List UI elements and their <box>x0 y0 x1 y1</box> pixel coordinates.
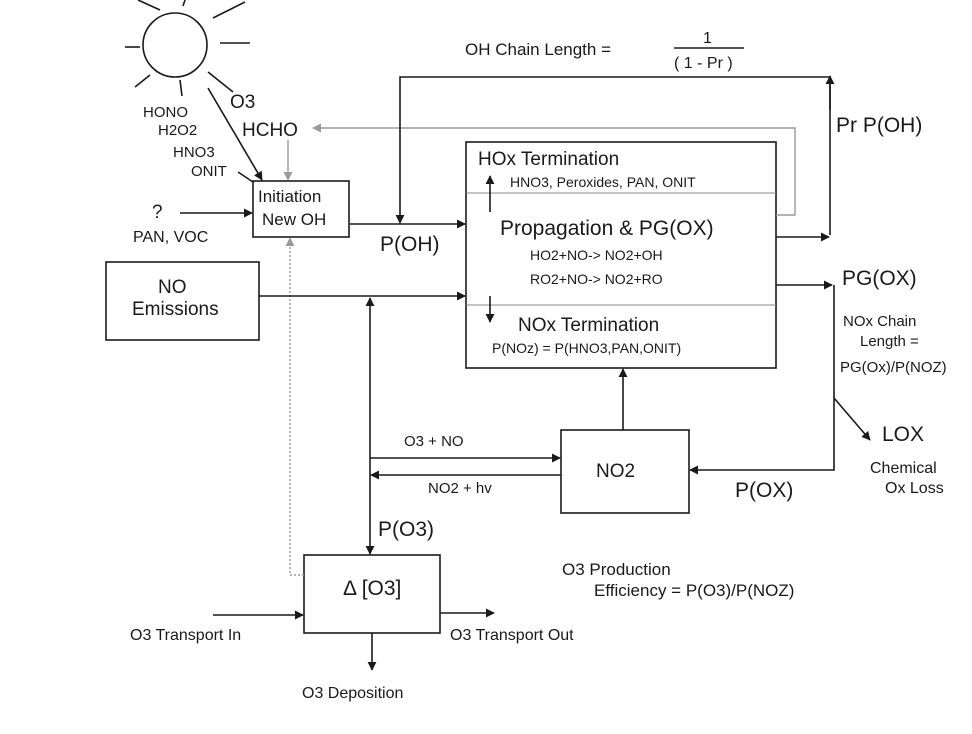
pox-return-line <box>689 285 835 475</box>
propagation-label: Propagation & PG(OX) <box>500 217 714 240</box>
onit-arrow <box>237 171 254 183</box>
hcho-label: HCHO <box>242 120 298 141</box>
o3-plus-no-label: O3 + NO <box>404 433 464 450</box>
pox-label: P(OX) <box>735 479 793 502</box>
central-process-box <box>465 141 777 369</box>
o3-initiation-feedback <box>285 237 304 576</box>
no-emissions-line1: NO <box>158 277 187 298</box>
oh-chain-length-label: OH Chain Length = <box>465 40 611 59</box>
sun-icon <box>125 0 250 97</box>
initiation-line1: Initiation <box>258 187 321 206</box>
chemical-loss-line2: Ox Loss <box>885 480 944 497</box>
question-label: ? <box>152 202 163 223</box>
o3-production-line1: O3 Production <box>562 560 671 579</box>
transport-in-label: O3 Transport In <box>130 627 241 644</box>
hcho-feedback-arrow <box>312 123 796 216</box>
no2-box-label: NO2 <box>596 461 635 482</box>
lox-label: LOX <box>882 423 924 446</box>
nox-termination-label: NOx Termination <box>518 315 659 336</box>
nox-chain-line1: NOx Chain <box>843 313 916 330</box>
delta-o3-label: Δ [O3] <box>343 577 401 600</box>
reaction-1-label: HO2+NO-> NO2+OH <box>530 247 663 263</box>
nox-chain-line2: Length = <box>860 333 919 350</box>
hno3-label: HNO3 <box>173 144 215 161</box>
initiation-box <box>252 180 350 238</box>
poh-label: P(OH) <box>380 233 440 256</box>
lox-arrow <box>833 397 871 441</box>
sun-arrow <box>207 87 263 181</box>
initiation-line2: New OH <box>262 210 326 229</box>
transport-out-label: O3 Transport Out <box>450 627 574 644</box>
o3-top-label: O3 <box>230 92 255 113</box>
oh-chain-denominator: ( 1 - Pr ) <box>674 55 733 72</box>
delta-o3-box <box>303 554 441 634</box>
oh-chain-numerator: 1 <box>703 30 712 47</box>
deposition-label: O3 Deposition <box>302 685 403 702</box>
hox-termination-label: HOx Termination <box>478 149 619 170</box>
hono-label: HONO <box>143 104 188 121</box>
pan-voc-label: PAN, VOC <box>133 229 208 246</box>
no2-plus-hv-label: NO2 + hv <box>428 480 492 497</box>
o3-production-line2: Efficiency = P(O3)/P(NOZ) <box>594 581 794 600</box>
pg-ox-label: PG(OX) <box>842 267 917 290</box>
reaction-2-label: RO2+NO-> NO2+RO <box>530 271 663 287</box>
hox-products-label: HNO3, Peroxides, PAN, ONIT <box>510 174 696 190</box>
chemical-loss-line1: Chemical <box>870 460 937 477</box>
oh-recycle-loop <box>395 76 831 235</box>
po3-label: P(O3) <box>378 518 434 541</box>
no-emissions-box <box>105 261 260 341</box>
onit-label: ONIT <box>191 163 227 180</box>
pnoz-label: P(NOz) = P(HNO3,PAN,ONIT) <box>492 340 681 356</box>
no-emissions-line2: Emissions <box>132 299 219 320</box>
pr-poh-label: Pr P(OH) <box>836 114 922 137</box>
nox-chain-line3: PG(Ox)/P(NOZ) <box>840 359 947 376</box>
h2o2-label: H2O2 <box>158 122 197 139</box>
no2-box <box>560 429 690 514</box>
